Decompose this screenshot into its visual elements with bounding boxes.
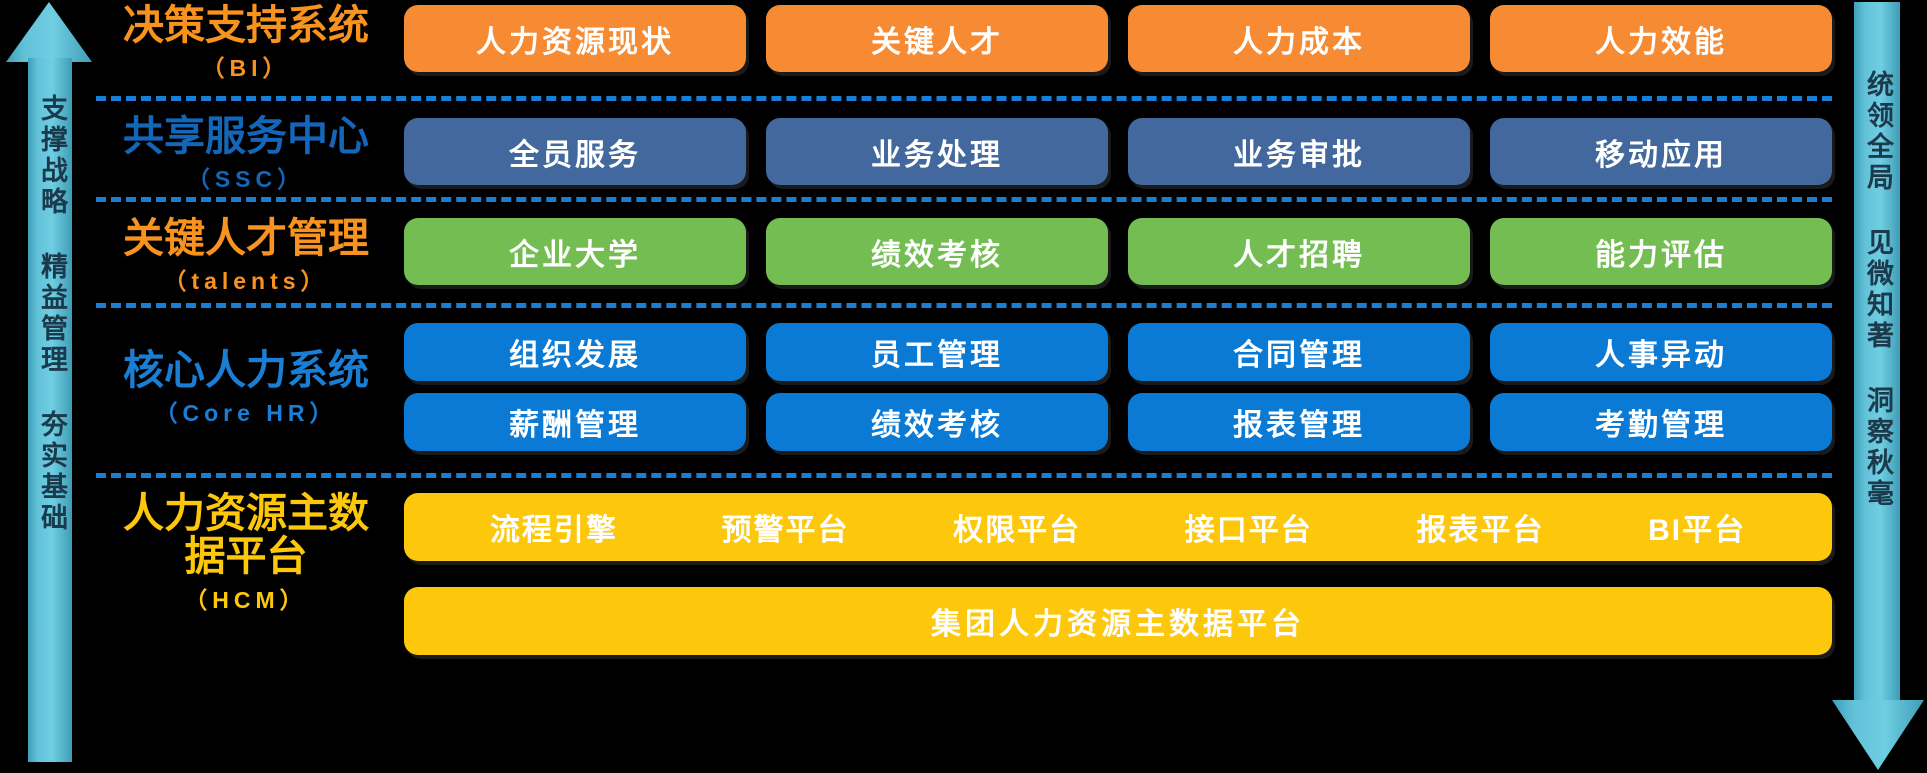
layer-hcm-label: 人力资源主数 据平台 （HCM）: [123, 490, 369, 613]
left-up-arrow: 支撑战略 精益管理 夯实基础: [6, 2, 92, 762]
box-corehr-1[interactable]: 员工管理: [766, 323, 1108, 381]
platform-5[interactable]: BI平台: [1648, 514, 1747, 547]
layer-talents-label: 关键人才管理 （talents）: [123, 215, 369, 295]
box-corehr-7[interactable]: 考勤管理: [1490, 393, 1832, 451]
box-ssc-3[interactable]: 移动应用: [1490, 118, 1832, 185]
box-ssc-0[interactable]: 全员服务: [404, 118, 746, 185]
platform-1[interactable]: 预警平台: [721, 514, 850, 547]
platform-2[interactable]: 权限平台: [953, 514, 1082, 547]
box-bi-0[interactable]: 人力资源现状: [404, 5, 746, 72]
hcm-platform-bar: 流程引擎 预警平台 权限平台 接口平台 报表平台 BI平台: [404, 493, 1832, 561]
box-corehr-5[interactable]: 绩效考核: [766, 393, 1108, 451]
box-ssc-1[interactable]: 业务处理: [766, 118, 1108, 185]
hcm-master-platform-bar[interactable]: 集团人力资源主数据平台: [404, 587, 1832, 655]
platform-3[interactable]: 接口平台: [1184, 514, 1313, 547]
left-arrow-label: 支撑战略 精益管理 夯实基础: [37, 94, 67, 534]
box-corehr-0[interactable]: 组织发展: [404, 323, 746, 381]
right-arrow-label: 统领全局 见微知著 洞察秋毫: [1863, 70, 1893, 510]
separator-1: [96, 96, 1832, 101]
box-bi-1[interactable]: 关键人才: [766, 5, 1108, 72]
box-corehr-6[interactable]: 报表管理: [1128, 393, 1470, 451]
separator-4: [96, 473, 1832, 478]
platform-0[interactable]: 流程引擎: [489, 514, 618, 547]
layer-hcm: 人力资源主数 据平台 （HCM） 流程引擎 预警平台 权限平台 接口平台 报表平…: [96, 490, 1832, 670]
master-platform-label: 集团人力资源主数据平台: [931, 608, 1305, 641]
corehr-row-2: 薪酬管理 绩效考核 报表管理 考勤管理: [404, 393, 1832, 451]
box-bi-3[interactable]: 人力效能: [1490, 5, 1832, 72]
layer-ssc-label: 共享服务中心 （SSC）: [123, 113, 369, 193]
box-talents-0[interactable]: 企业大学: [404, 218, 746, 285]
layer-bi: 决策支持系统 （BI） 人力资源现状 关键人才 人力成本 人力效能: [96, 0, 1832, 90]
right-arrow-shaft: [1854, 2, 1900, 702]
corehr-row-1: 组织发展 员工管理 合同管理 人事异动: [404, 323, 1832, 381]
box-corehr-2[interactable]: 合同管理: [1128, 323, 1470, 381]
box-bi-2[interactable]: 人力成本: [1128, 5, 1470, 72]
box-corehr-3[interactable]: 人事异动: [1490, 323, 1832, 381]
box-talents-2[interactable]: 人才招聘: [1128, 218, 1470, 285]
layer-corehr-label: 核心人力系统 （Core HR）: [123, 347, 369, 427]
layer-stack: 决策支持系统 （BI） 人力资源现状 关键人才 人力成本 人力效能 共享服务中心…: [96, 0, 1927, 773]
separator-3: [96, 303, 1832, 308]
separator-2: [96, 197, 1832, 202]
layer-bi-label: 决策支持系统 （BI）: [123, 2, 369, 82]
right-down-arrow: 统领全局 见微知著 洞察秋毫: [1832, 2, 1924, 770]
box-talents-3[interactable]: 能力评估: [1490, 218, 1832, 285]
box-ssc-2[interactable]: 业务审批: [1128, 118, 1470, 185]
layer-ssc: 共享服务中心 （SSC） 全员服务 业务处理 业务审批 移动应用: [96, 113, 1832, 203]
layer-corehr: 核心人力系统 （Core HR） 组织发展 员工管理 合同管理 人事异动 薪酬管…: [96, 320, 1832, 460]
platform-4[interactable]: 报表平台: [1416, 514, 1545, 547]
layer-talents: 关键人才管理 （talents） 企业大学 绩效考核 人才招聘 能力评估: [96, 213, 1832, 303]
left-arrow-shaft: [28, 58, 72, 762]
box-talents-1[interactable]: 绩效考核: [766, 218, 1108, 285]
left-arrow-head: [6, 2, 92, 62]
box-corehr-4[interactable]: 薪酬管理: [404, 393, 746, 451]
